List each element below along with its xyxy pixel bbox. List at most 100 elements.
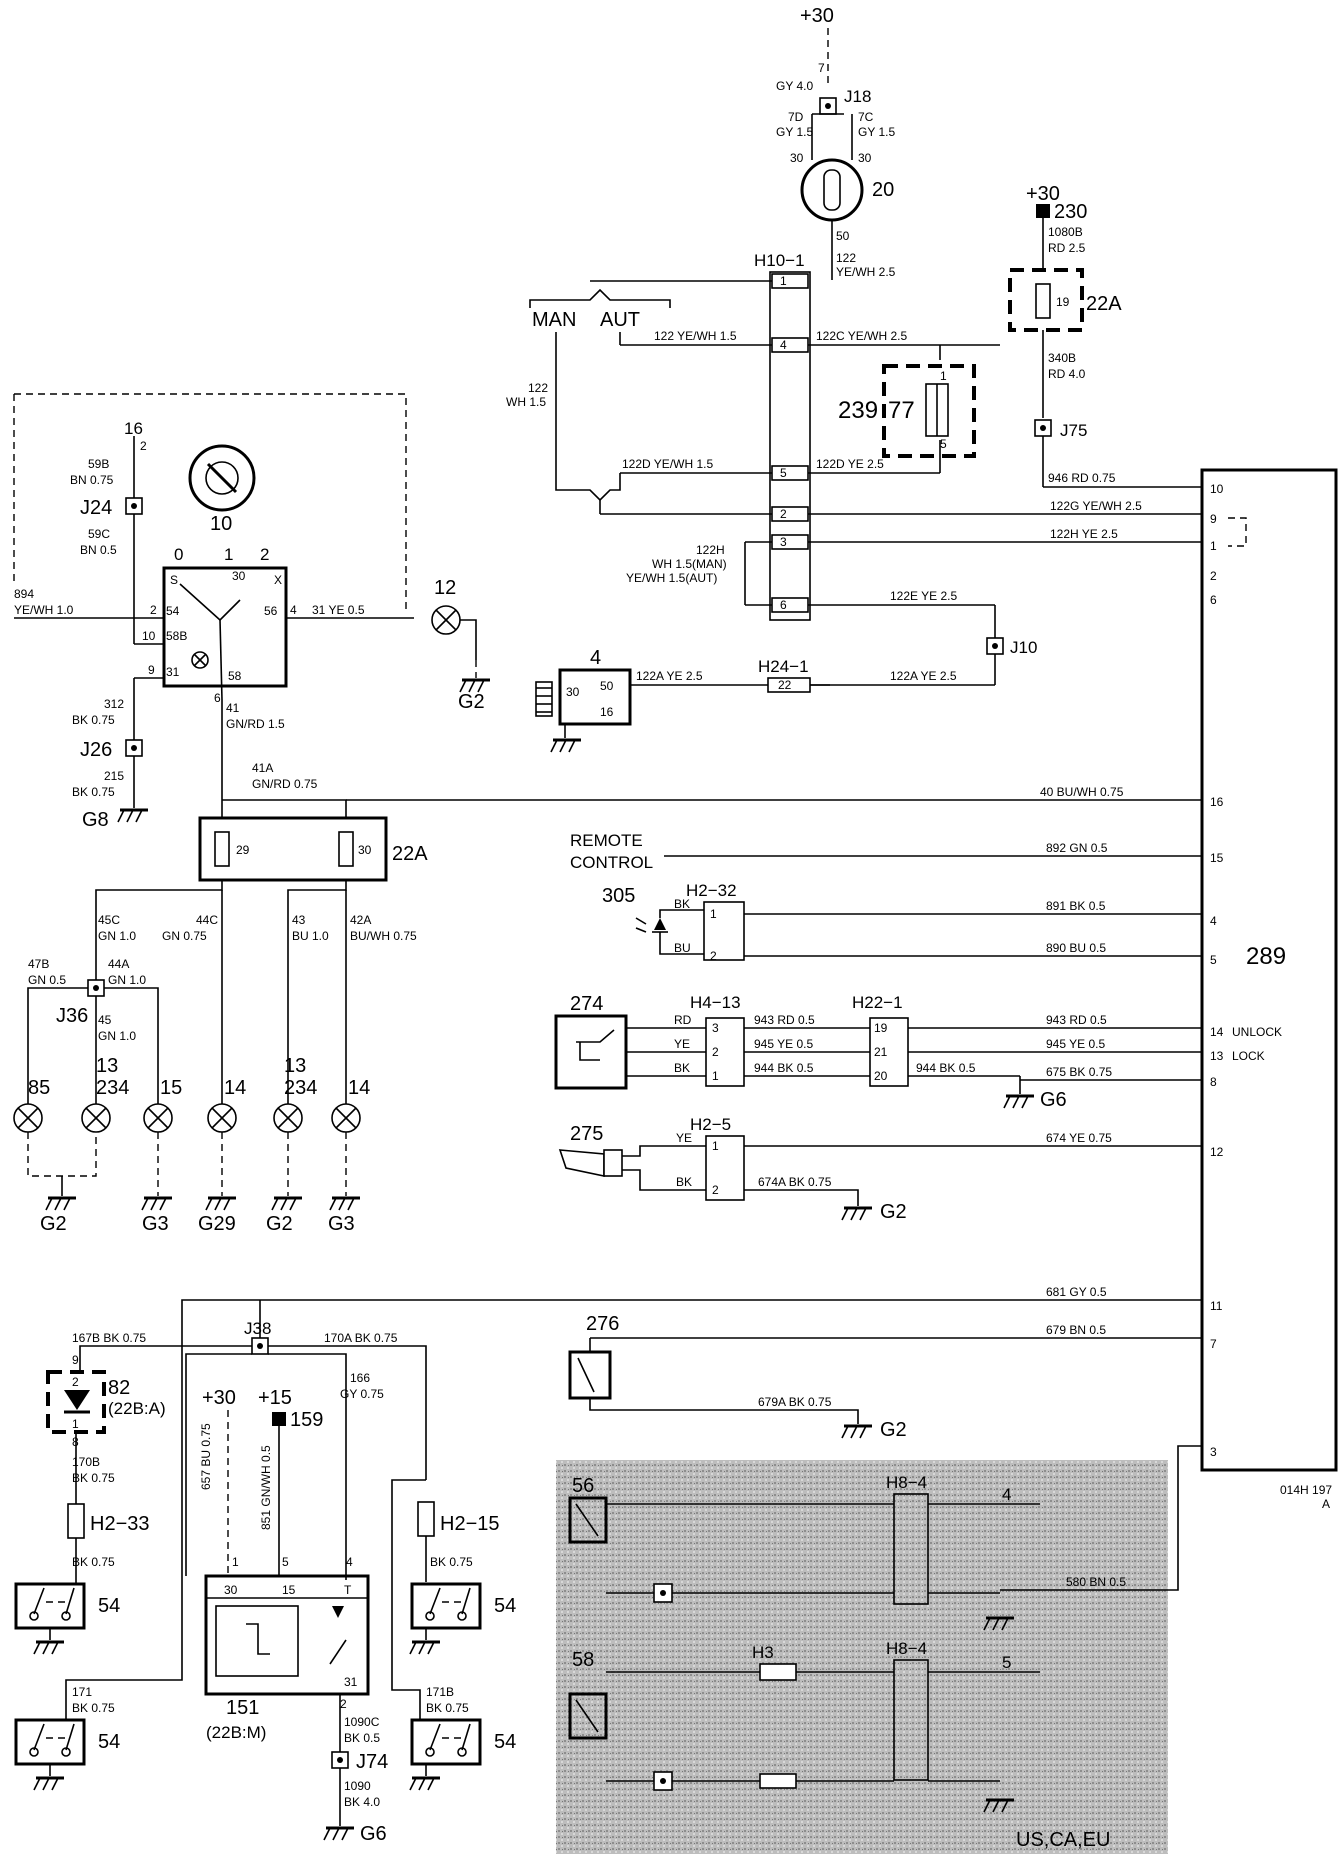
connector-h2-15: [417, 1501, 435, 1537]
svg-text:13: 13: [96, 1055, 118, 1077]
svg-text:H8−4: H8−4: [886, 1473, 927, 1492]
svg-text:BK 0.75: BK 0.75: [72, 785, 115, 799]
svg-text:5: 5: [780, 466, 787, 480]
svg-text:H8−4: H8−4: [886, 1639, 927, 1658]
svg-text:122 YE/WH 1.5: 122 YE/WH 1.5: [654, 329, 737, 343]
svg-text:56: 56: [264, 604, 278, 618]
svg-text:312: 312: [104, 697, 124, 711]
svg-text:681 GY 0.5: 681 GY 0.5: [1046, 1285, 1107, 1299]
svg-text:CONTROL: CONTROL: [570, 853, 653, 872]
lamp-12: [431, 605, 461, 635]
svg-text:G8: G8: [82, 809, 109, 831]
relay-239: [882, 364, 976, 458]
svg-text:H22−1: H22−1: [852, 993, 903, 1012]
connector-j74: [331, 1751, 349, 1769]
switch-276: [568, 1350, 612, 1400]
starter-motor-4: [558, 668, 632, 726]
lamp-15: [143, 1103, 173, 1133]
svg-text:122H YE 2.5: 122H YE 2.5: [1050, 527, 1118, 541]
svg-text:31 YE 0.5: 31 YE 0.5: [312, 603, 365, 617]
lamp-14-a: [207, 1103, 237, 1133]
svg-text:122: 122: [528, 381, 548, 395]
svg-text:S: S: [170, 573, 178, 587]
svg-text:1: 1: [940, 369, 947, 383]
svg-text:14: 14: [224, 1077, 246, 1099]
svg-text:15: 15: [1210, 851, 1224, 865]
svg-text:170B: 170B: [72, 1455, 100, 1469]
svg-text:BK: BK: [676, 1175, 692, 1189]
svg-text:BK 0.5: BK 0.5: [344, 1731, 380, 1745]
svg-text:122D YE/WH 1.5: 122D YE/WH 1.5: [622, 457, 713, 471]
svg-text:167B BK 0.75: 167B BK 0.75: [72, 1331, 146, 1345]
svg-text:G2: G2: [458, 691, 485, 713]
light-switch-10: [162, 566, 288, 688]
bottom-left-section: 681 GY 0.5 J38 167B BK 0.75 170A BK 0.75…: [14, 1285, 1202, 1845]
connector-h10-1: [769, 271, 811, 621]
svg-text:9: 9: [72, 1353, 79, 1367]
svg-text:44A: 44A: [108, 957, 129, 971]
svg-text:5: 5: [1002, 1653, 1011, 1672]
shaded-region-us-ca-eu: 580 BN 0.5 56 H8−4 4 58 H3 H8−4 5 US,CA,: [556, 1445, 1202, 1854]
connector-j24: [125, 497, 143, 515]
svg-text:30: 30: [858, 151, 872, 165]
fuse-box-22a-left: [198, 816, 388, 882]
connector-j10: [986, 637, 1004, 655]
relay-151: [204, 1574, 370, 1696]
svg-text:151: 151: [226, 1697, 259, 1719]
svg-text:1090: 1090: [344, 1779, 371, 1793]
svg-text:22A: 22A: [392, 843, 428, 865]
svg-text:5: 5: [1210, 953, 1217, 967]
svg-text:J75: J75: [1060, 421, 1087, 440]
svg-text:19: 19: [874, 1021, 888, 1035]
svg-text:122A YE 2.5: 122A YE 2.5: [890, 669, 957, 683]
door-switch-54-a: [14, 1582, 86, 1630]
svg-text:G2: G2: [266, 1213, 293, 1235]
door-switch-54-c: [410, 1582, 482, 1630]
svg-text:289: 289: [1246, 943, 1286, 970]
svg-text:122: 122: [836, 251, 856, 265]
svg-text:679 BN 0.5: 679 BN 0.5: [1046, 1323, 1106, 1337]
svg-text:45: 45: [98, 1013, 112, 1027]
svg-text:891 BK 0.5: 891 BK 0.5: [1046, 899, 1106, 913]
svg-text:GN/RD 0.75: GN/RD 0.75: [252, 777, 318, 791]
connector-h2-32: [703, 901, 745, 961]
svg-text:RD 4.0: RD 4.0: [1048, 367, 1086, 381]
svg-text:BU/WH 0.75: BU/WH 0.75: [350, 929, 417, 943]
svg-text:H2−15: H2−15: [440, 1513, 500, 1535]
connector-h2-33: [67, 1503, 85, 1539]
svg-text:G3: G3: [142, 1213, 169, 1235]
svg-text:22: 22: [778, 678, 792, 692]
door-switch-54-b: [14, 1718, 86, 1766]
starter-section: 4 30 50 16 122A YE 2.5 22 H24−1: [535, 647, 830, 754]
svg-text:59B: 59B: [88, 457, 109, 471]
svg-text:679A BK 0.75: 679A BK 0.75: [758, 1395, 832, 1409]
svg-text:1: 1: [224, 545, 233, 564]
svg-text:59C: 59C: [88, 527, 110, 541]
svg-text:2: 2: [1210, 569, 1217, 583]
svg-text:2: 2: [712, 1045, 719, 1059]
svg-text:30: 30: [232, 569, 246, 583]
svg-text:30: 30: [790, 151, 804, 165]
svg-text:YE: YE: [676, 1131, 692, 1145]
svg-text:WH 1.5(MAN): WH 1.5(MAN): [652, 557, 727, 571]
svg-text:2: 2: [710, 949, 717, 963]
svg-text:6: 6: [780, 598, 787, 612]
svg-text:851 GN/WH 0.5: 851 GN/WH 0.5: [259, 1445, 273, 1530]
svg-text:675 BK 0.75: 675 BK 0.75: [1046, 1065, 1112, 1079]
door-lock-motor-274: [554, 1014, 628, 1090]
svg-text:J38: J38: [244, 1319, 271, 1338]
svg-text:BU 1.0: BU 1.0: [292, 929, 329, 943]
svg-text:J36: J36: [56, 1005, 88, 1027]
svg-text:122D YE 2.5: 122D YE 2.5: [816, 457, 884, 471]
svg-text:22A: 22A: [1086, 293, 1122, 315]
svg-text:1: 1: [780, 274, 787, 288]
svg-text:RD: RD: [674, 1013, 692, 1027]
svg-text:4: 4: [780, 338, 787, 352]
svg-text:RD 2.5: RD 2.5: [1048, 241, 1086, 255]
svg-text:41A: 41A: [252, 761, 273, 775]
svg-text:GY 1.5: GY 1.5: [776, 125, 813, 139]
ignition-switch-section: +30 7 GY 4.0 J18 7D GY 1.5 7C GY 1.5 30 …: [506, 5, 1202, 686]
svg-text:4: 4: [346, 1555, 353, 1569]
svg-text:H3: H3: [752, 1643, 774, 1662]
svg-text:0: 0: [174, 545, 183, 564]
